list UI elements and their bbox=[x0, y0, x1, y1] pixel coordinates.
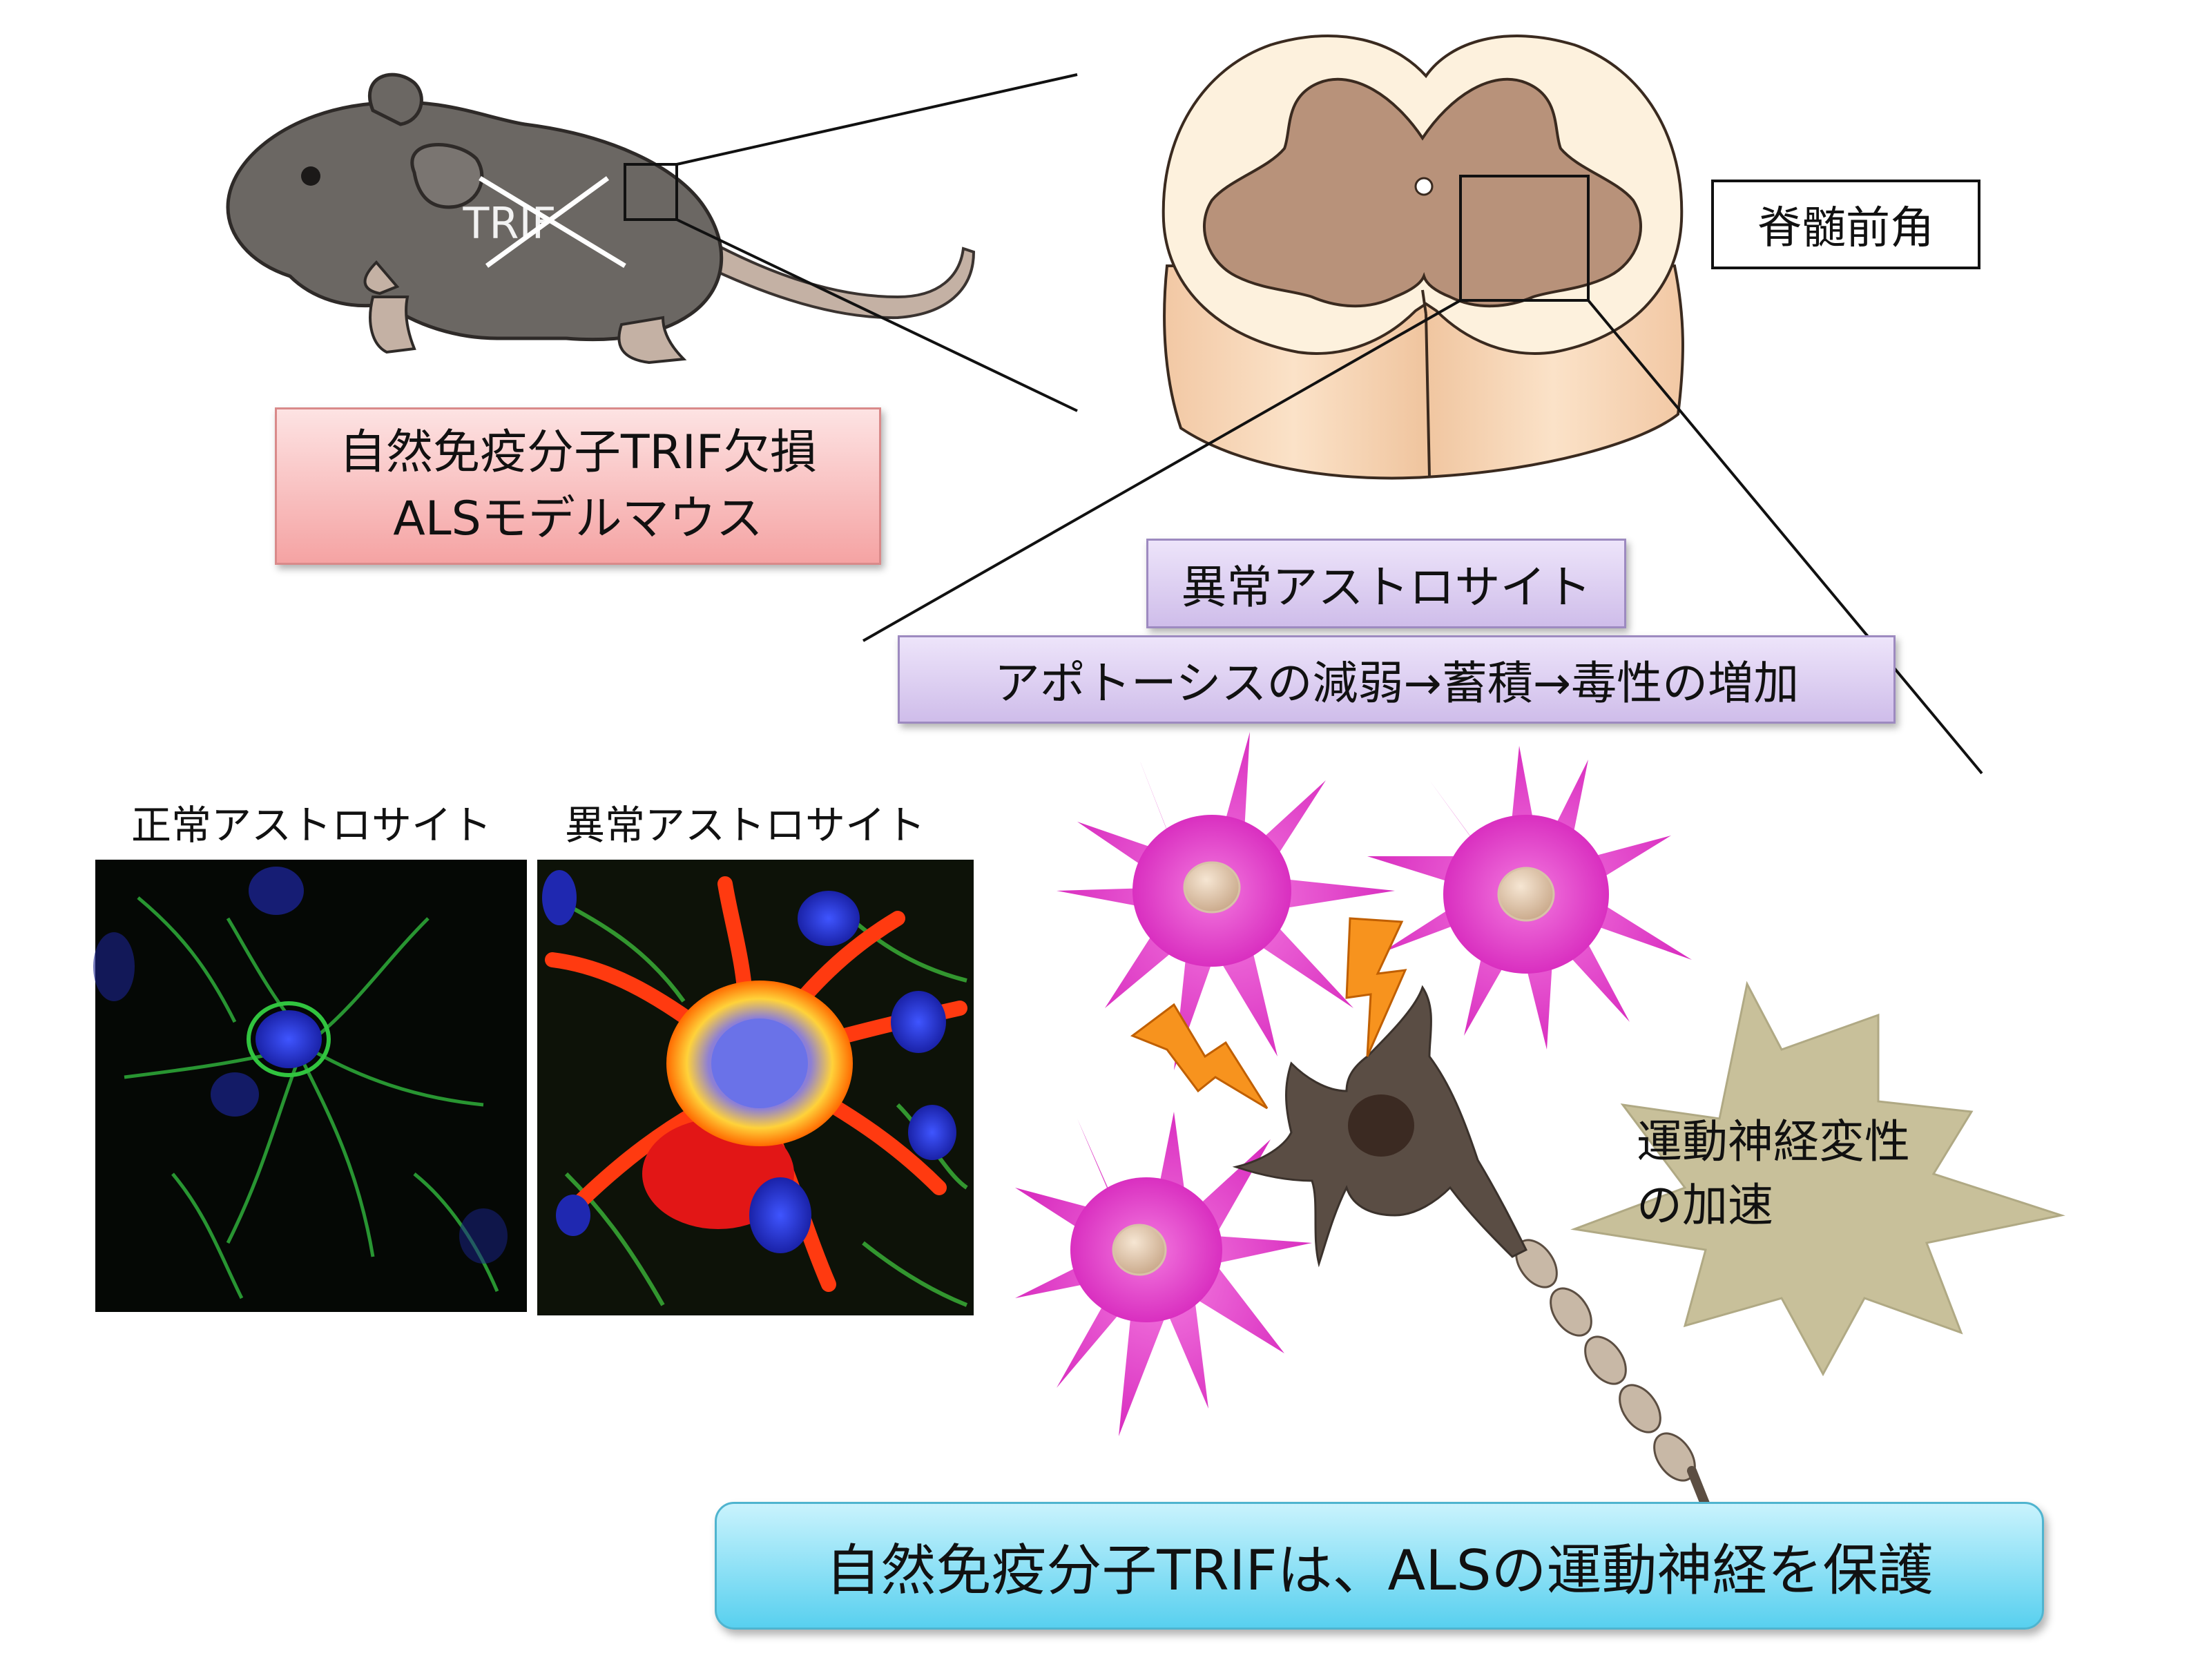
astrocyte-bottom-left bbox=[1015, 1112, 1312, 1436]
zoom-line-lower bbox=[676, 218, 1078, 412]
cord-fissure-side bbox=[1425, 313, 1431, 477]
spinal-cord-illustration bbox=[1161, 35, 1684, 480]
motor-neuron bbox=[1232, 985, 1745, 1545]
mouse-caption-line2: ALSモデルマウス bbox=[393, 492, 763, 546]
outcome-line2: の加速 bbox=[1637, 1179, 1773, 1232]
zoom-line-cord-left bbox=[862, 299, 1461, 642]
spinal-region-label: 脊髄前角 bbox=[1757, 203, 1934, 254]
mouse-caption-line1: 自然免疫分子TRIF欠損 bbox=[339, 425, 817, 480]
zoom-line-upper bbox=[676, 73, 1078, 166]
astrocyte-top-right bbox=[1367, 746, 1692, 1050]
process-box: アポトーシスの減弱→蓄積→毒性の増加 bbox=[898, 635, 1896, 724]
outcome-line1: 運動神経変性 bbox=[1637, 1115, 1910, 1168]
knockout-cross-b bbox=[485, 176, 610, 268]
mouse-front-paw bbox=[369, 296, 416, 354]
conclusion-box: 自然免疫分子TRIFは、ALSの運動神経を保護 bbox=[715, 1502, 2044, 1630]
astrocyte-top-left bbox=[1057, 732, 1395, 1070]
mouse-ear-back bbox=[367, 73, 423, 126]
cord-ventral-fissure bbox=[1421, 289, 1427, 315]
mouse-paw-small bbox=[363, 260, 400, 296]
neuron-axon bbox=[1515, 1239, 1696, 1482]
abnormal-astrocyte-caption: 異常アストロサイト bbox=[565, 802, 926, 849]
mouse-eye bbox=[301, 166, 320, 186]
micrograph-abnormal bbox=[537, 860, 974, 1315]
process-label: アポトーシスの減弱→蓄積→毒性の増加 bbox=[994, 657, 1800, 710]
knockout-cross-a bbox=[479, 176, 626, 268]
mouse-illustration: TRIF bbox=[226, 73, 976, 365]
outcome-burst-shape bbox=[1570, 981, 2065, 1377]
outcome-text: 運動神経変性 の加速 bbox=[1637, 1105, 2009, 1243]
anterior-horn-box bbox=[1459, 175, 1590, 302]
neuron-nucleus bbox=[1348, 1094, 1414, 1157]
mouse-zoom-box bbox=[624, 163, 678, 221]
micrograph-normal bbox=[93, 860, 527, 1312]
central-canal bbox=[1414, 177, 1434, 196]
mouse-gene-label: TRIF bbox=[463, 198, 557, 249]
mouse-hind-paw bbox=[617, 316, 687, 365]
lightning-bolt-upper bbox=[1345, 917, 1407, 1057]
mouse-caption-box: 自然免疫分子TRIF欠損 ALSモデルマウス bbox=[275, 407, 881, 565]
normal-astrocyte-caption: 正常アストロサイト bbox=[131, 802, 492, 849]
abnormal-astrocyte-label: 異常アストロサイト bbox=[1181, 561, 1592, 614]
abnormal-astrocyte-box: 異常アストロサイト bbox=[1146, 539, 1626, 628]
spinal-region-label-box: 脊髄前角 bbox=[1711, 180, 1980, 269]
conclusion-text: 自然免疫分子TRIFは、ALSの運動神経を保護 bbox=[825, 1538, 1934, 1603]
zoom-line-cord-right bbox=[1587, 299, 1983, 775]
lightning-bolt-left bbox=[1130, 1003, 1269, 1110]
